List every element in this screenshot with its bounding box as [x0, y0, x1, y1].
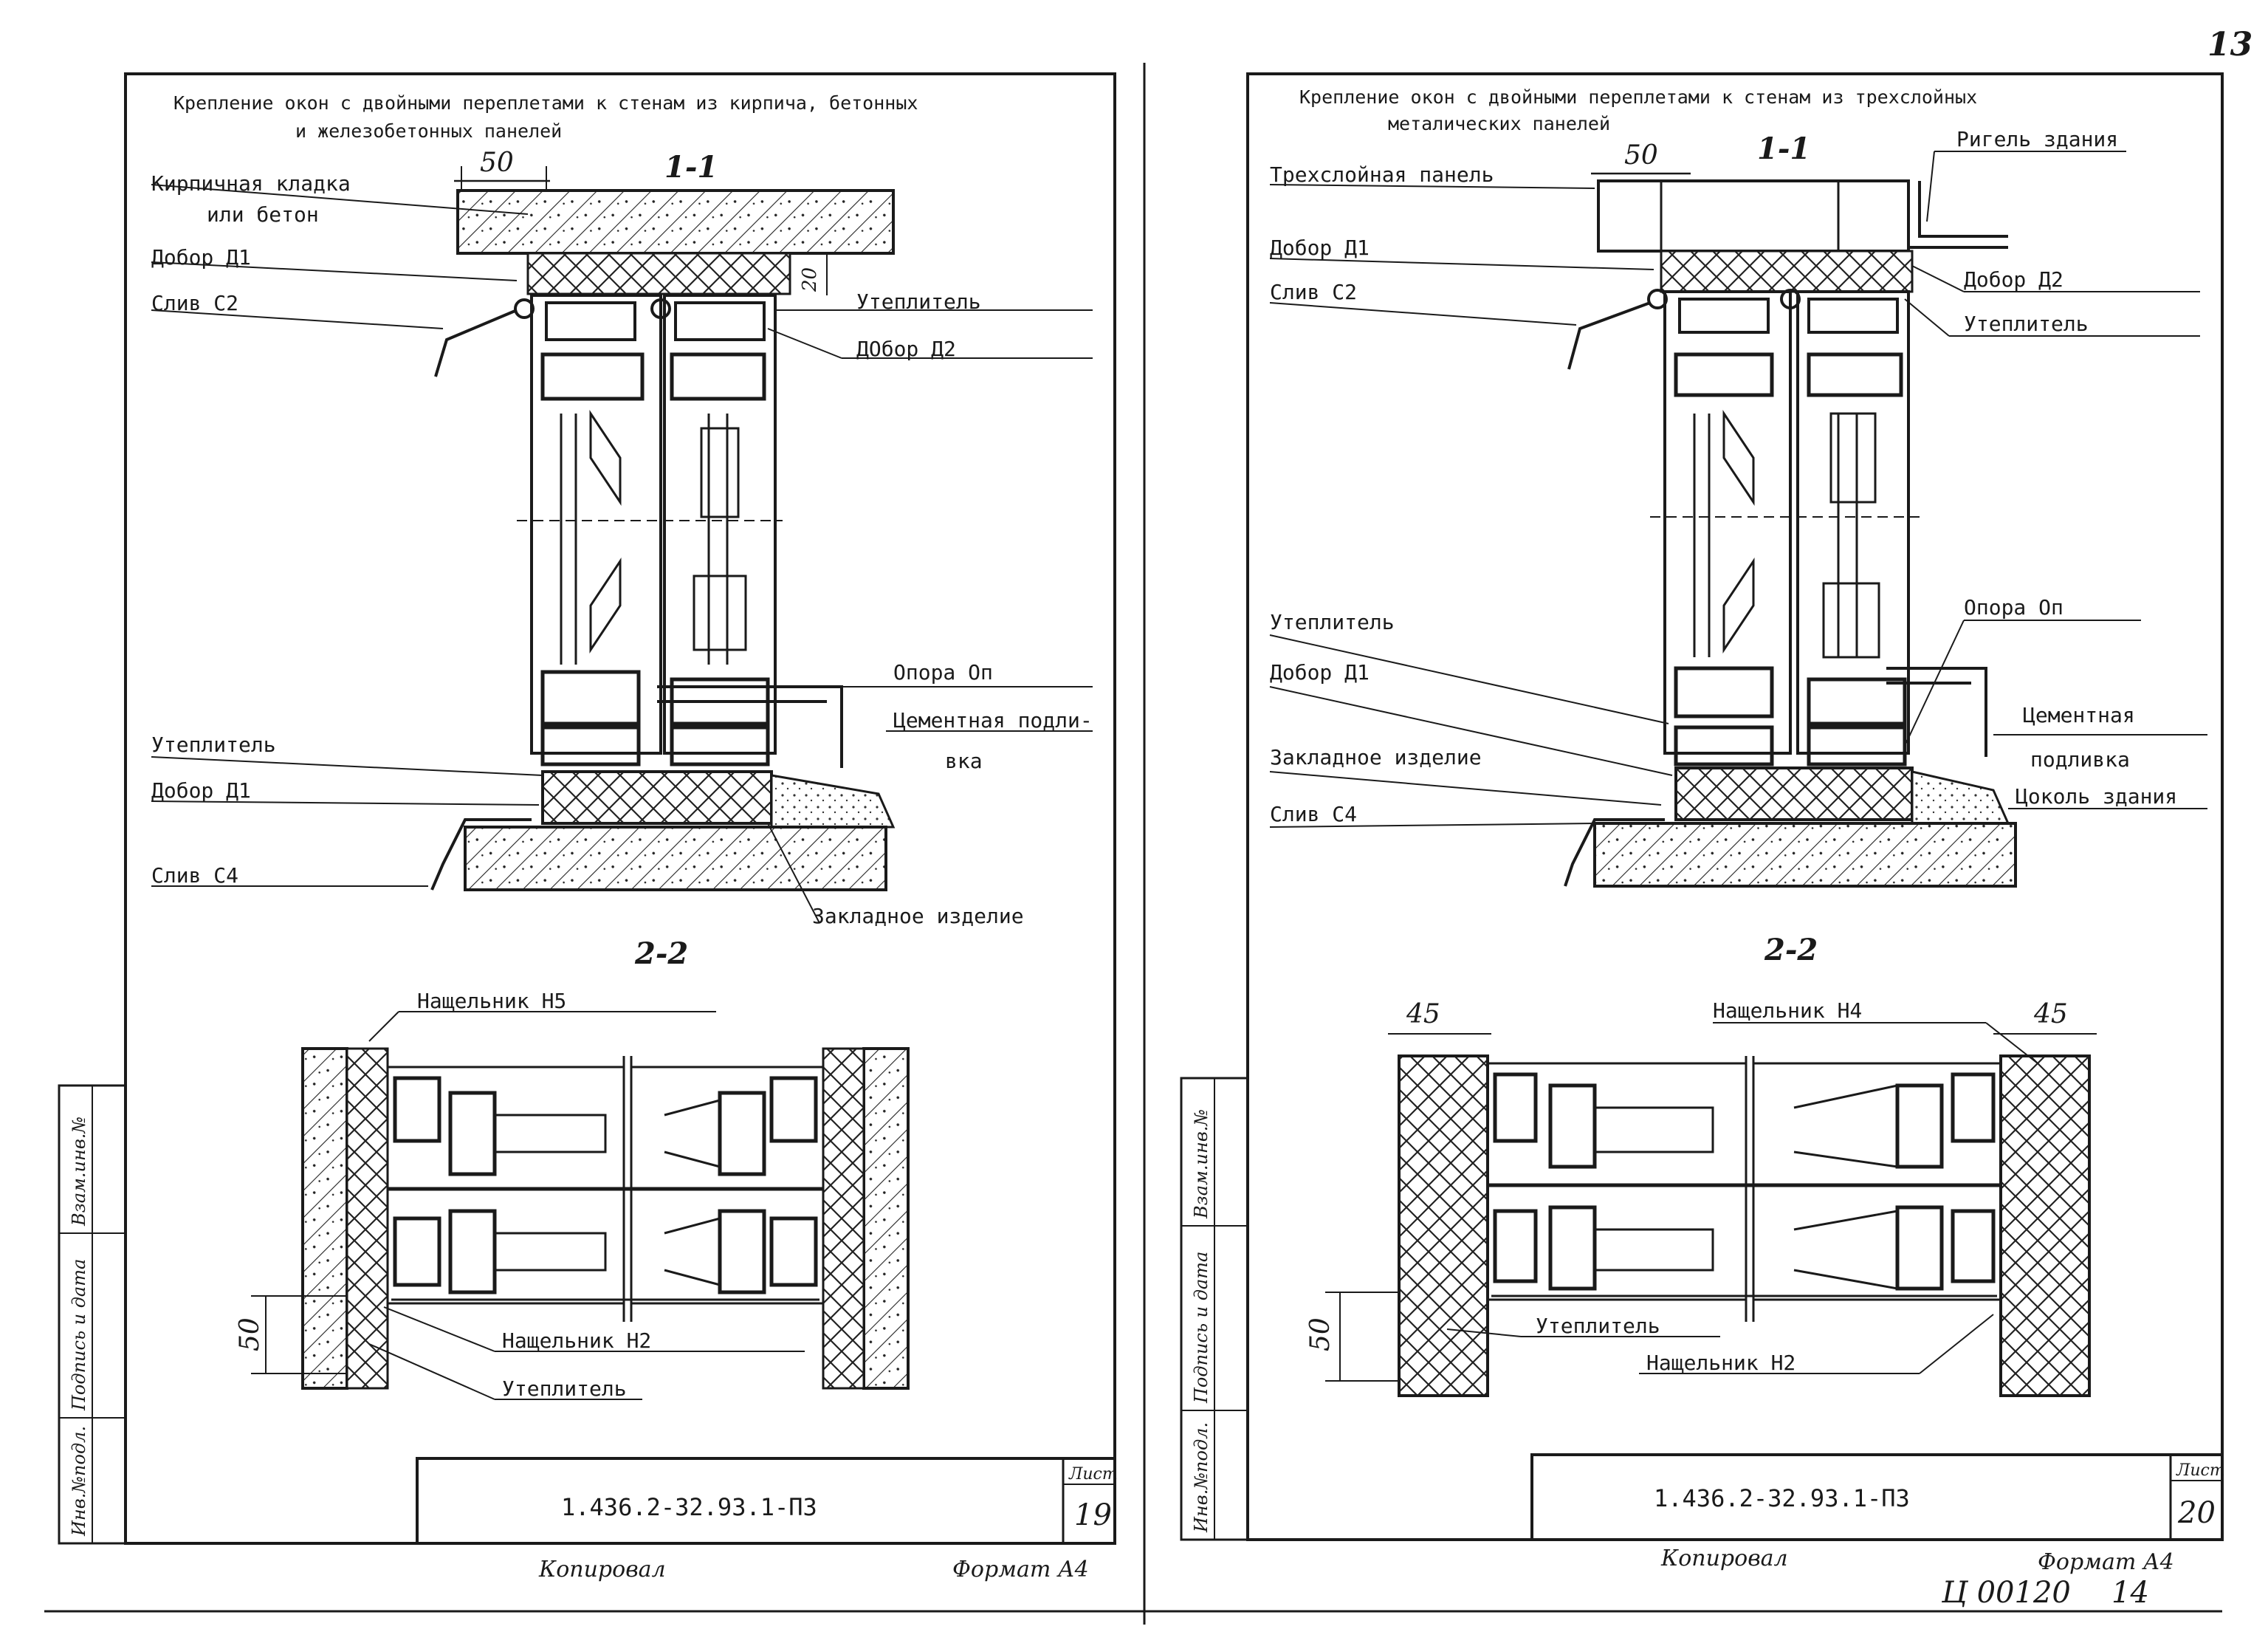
left-label-embedded: Закладное изделие	[812, 904, 1024, 928]
left-label-insulation-top: Утеплитель	[856, 289, 981, 314]
left-label-sliv-c4: Слив С4	[151, 863, 238, 888]
right-dim-45-right: 45	[2033, 999, 2068, 1029]
left-label-nash-h2: Нащельник Н2	[502, 1328, 651, 1353]
left-bottom-masonry	[464, 826, 887, 891]
side-stamp-inv: Инв.№подл.	[69, 1426, 89, 1537]
left-label-dobor-d1-mid: Добор Д1	[151, 778, 251, 803]
left-label-cement-2: вка	[945, 749, 983, 773]
right-side-stamp-inv: Инв.№подл.	[1191, 1422, 1212, 1533]
page-number: 13	[2207, 26, 2252, 64]
right-label-plinth: Цоколь здания	[2016, 784, 2177, 809]
right-label-sliv-c2: Слив С2	[1270, 280, 1357, 304]
right-girder	[1907, 181, 2008, 249]
right-three-layer-panel	[1597, 179, 1910, 253]
left-dim-50-top: 50	[480, 148, 514, 178]
left-label-insulation-mid: Утеплитель	[151, 733, 276, 757]
right-title-stamp	[1530, 1453, 2224, 1541]
left-window-section	[514, 294, 783, 767]
right-label-cement-1: Цементная	[2023, 703, 2135, 727]
left-dim-20: 20	[799, 267, 821, 292]
right-sheet-label: Лист	[2176, 1461, 2225, 1480]
left-dim-50-side: 50	[235, 1317, 265, 1351]
right-top-insulation	[1660, 250, 1914, 293]
left-section-2-2: 2-2	[634, 936, 688, 971]
right-bottom-block	[1674, 767, 1914, 821]
right-label-insulation-top: Утеплитель	[1964, 312, 2089, 336]
right-window-section	[1647, 289, 1920, 767]
left-sill-c4	[430, 818, 532, 891]
footer-code: Ц 00120	[1941, 1576, 2071, 1610]
right-dim-50-top: 50	[1624, 140, 1658, 171]
left-stamp-code: 1.436.2-32.93.1-ПЗ	[561, 1493, 817, 1521]
right-sill-c2	[1567, 301, 1651, 370]
left-label-dobor-d1-top: Добор Д1	[151, 245, 251, 270]
right-section-2-2: 2-2	[1764, 933, 1818, 967]
right-label-three-layer: Трехслойная панель	[1270, 162, 1494, 187]
right-sheet-number: 20	[2177, 1496, 2216, 1530]
side-stamp-replace: Взам.инв.№	[69, 1117, 89, 1227]
right-label-dobor-d1-top: Добор Д1	[1270, 236, 1370, 260]
left-title-line1: Крепление окон с двойными переплетами к …	[173, 92, 918, 114]
left-label-masonry: Кирпичная кладка	[151, 171, 351, 196]
right-side-stamp-replace: Взам.инв.№	[1191, 1109, 1212, 1219]
left-label-masonry2: или бетон	[207, 202, 319, 227]
right-side-stamp-sign: Подпись и дата	[1191, 1252, 1212, 1404]
right-bottom-plinth	[1593, 822, 2017, 888]
right-dim-45-left: 45	[1406, 999, 1440, 1029]
right-sill-c4	[1564, 818, 1665, 887]
right-label-insulation-mid: Утеплитель	[1270, 610, 1395, 634]
right-side-stamp: Инв.№подл. Подпись и дата Взам.инв.№	[1180, 1077, 1249, 1541]
left-title-stamp	[416, 1457, 1116, 1545]
left-label-sliv-c2: Слив С2	[151, 291, 238, 315]
left-label-insulation-bot: Утеплитель	[502, 1376, 627, 1401]
right-sheet: Инв.№подл. Подпись и дата Взам.инв.№ Кре…	[1180, 72, 2225, 1575]
right-stamp-code: 1.436.2-32.93.1-ПЗ	[1654, 1484, 1910, 1512]
right-label-girder: Ригель здания	[1956, 127, 2118, 151]
left-top-masonry	[456, 189, 895, 255]
left-label-nash-h5: Нащельник Н5	[417, 989, 566, 1013]
left-sill-c2	[434, 309, 518, 377]
right-label-insulation-bot: Утеплитель	[1536, 1314, 1660, 1338]
left-leaders	[151, 184, 1093, 924]
right-leaders	[1269, 151, 2207, 828]
left-side-stamp: Инв.№подл. Подпись и дата Взам.инв.№	[58, 1084, 127, 1545]
left-section-2-2-drawing	[301, 1047, 910, 1390]
left-sheet: Инв.№подл. Подпись и дата Взам.инв.№ Кре…	[58, 72, 1118, 1582]
left-format: Формат А4	[952, 1557, 1089, 1582]
right-cement-bed	[1911, 770, 2010, 825]
left-bottom-block	[541, 770, 773, 825]
right-label-dobor-d1-mid: Добор Д1	[1270, 660, 1370, 685]
footer-number: 14	[2111, 1576, 2149, 1610]
left-sheet-label: Лист	[1068, 1465, 1118, 1484]
right-label-cement-2: подливка	[2030, 747, 2130, 772]
left-top-insulation	[526, 252, 791, 295]
left-title-line2: и железобетонных панелей	[295, 120, 562, 142]
left-label-cement-1: Цементная подли-	[893, 708, 1093, 733]
right-label-embedded: Закладное изделие	[1270, 745, 1482, 769]
side-stamp-sign: Подпись и дата	[69, 1259, 89, 1411]
right-label-nash-h2: Нащельник Н2	[1646, 1351, 1796, 1375]
right-title-line1: Крепление окон с двойными переплетами к …	[1299, 86, 1977, 108]
right-format: Формат А4	[2038, 1549, 2174, 1575]
right-label-dobor-d2: Добор Д2	[1964, 267, 2063, 292]
right-section-2-2-drawing	[1398, 1054, 2091, 1397]
left-copied: Копировал	[538, 1557, 666, 1582]
left-label-support: Опора Оп	[893, 660, 993, 685]
right-title-line2: металических панелей	[1388, 113, 1610, 134]
right-support-bracket	[1886, 667, 1987, 757]
right-dim-50-side: 50	[1305, 1317, 1336, 1351]
right-label-sliv-c4: Слив С4	[1270, 802, 1357, 826]
left-section-1-1: 1-1	[664, 150, 718, 185]
left-label-dobor-d2: ДОбор Д2	[856, 337, 956, 361]
left-cement-bed	[770, 774, 896, 829]
right-copied: Копировал	[1660, 1546, 1788, 1571]
right-label-nash-h4: Нащельник Н4	[1713, 998, 1862, 1023]
left-sheet-number: 19	[1074, 1498, 1112, 1532]
right-section-1-1: 1-1	[1757, 131, 1810, 166]
right-label-support: Опора Оп	[1964, 595, 2063, 620]
